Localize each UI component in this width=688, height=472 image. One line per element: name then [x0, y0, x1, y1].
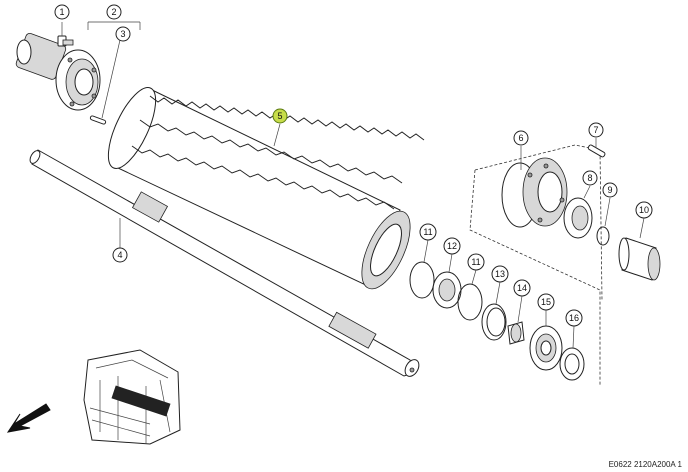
svg-text:2: 2 [111, 7, 116, 17]
callout-1[interactable]: 1 [54, 4, 70, 20]
sleeve-part[interactable] [618, 237, 661, 281]
callout-9[interactable]: 9 [602, 182, 618, 198]
leader-3 [101, 39, 121, 119]
assembly-outline [469, 144, 603, 385]
o-ring-part[interactable] [596, 226, 610, 246]
pin-part[interactable] [89, 115, 107, 125]
reference-code: E0622 2120A200A 1 [608, 460, 682, 469]
svg-text:8: 8 [587, 173, 592, 183]
callout-11b[interactable]: 11 [467, 253, 485, 271]
callout-15[interactable]: 15 [537, 293, 555, 311]
svg-text:16: 16 [569, 313, 579, 323]
bearing-housing-part[interactable] [501, 157, 568, 228]
svg-text:15: 15 [541, 297, 551, 307]
svg-text:14: 14 [517, 283, 527, 293]
svg-text:5: 5 [277, 111, 282, 121]
svg-text:11: 11 [423, 227, 432, 237]
svg-text:10: 10 [639, 205, 649, 215]
callout-5[interactable]: 5 [272, 108, 288, 124]
ball-bearing-part-15[interactable] [529, 325, 563, 371]
flange-hub-part[interactable] [15, 32, 101, 111]
shaft-part[interactable] [28, 149, 422, 379]
svg-text:3: 3 [120, 29, 125, 39]
svg-text:1: 1 [59, 7, 64, 17]
arrow-left-down-icon [6, 403, 51, 433]
machine-location-thumbnail [83, 349, 181, 445]
screw-part[interactable] [587, 144, 606, 158]
callout-10[interactable]: 10 [635, 201, 653, 219]
callout-6[interactable]: 6 [513, 130, 529, 146]
seal-ring-part[interactable] [563, 197, 593, 239]
bearing-cup-part-12[interactable] [432, 271, 462, 309]
callout-2[interactable]: 2 [106, 4, 122, 20]
bushing-part-14[interactable] [507, 321, 525, 345]
svg-text:9: 9 [607, 185, 612, 195]
leader-5 [273, 123, 281, 147]
callout-11a[interactable]: 11 [419, 223, 437, 241]
svg-text:13: 13 [495, 269, 505, 279]
svg-text:6: 6 [518, 133, 523, 143]
spacer-ring-part-13[interactable] [481, 303, 507, 341]
svg-text:4: 4 [117, 250, 122, 260]
circlip-part-11a[interactable] [409, 261, 435, 299]
callout-14[interactable]: 14 [513, 279, 531, 297]
callout-4[interactable]: 4 [112, 247, 128, 263]
svg-text:12: 12 [447, 241, 457, 251]
callout-3[interactable]: 3 [115, 26, 131, 42]
callout-7[interactable]: 7 [588, 122, 604, 138]
callout-bracket-2 [87, 21, 141, 30]
circlip-part-11b[interactable] [457, 283, 483, 321]
callout-12[interactable]: 12 [443, 237, 461, 255]
bolt-part[interactable] [57, 35, 74, 47]
svg-text:7: 7 [593, 125, 598, 135]
svg-text:11: 11 [471, 257, 480, 267]
fluted-drum-part[interactable] [99, 81, 425, 295]
callout-8[interactable]: 8 [582, 170, 598, 186]
callout-16[interactable]: 16 [565, 309, 583, 327]
seal-part-16[interactable] [559, 347, 585, 381]
callout-13[interactable]: 13 [491, 265, 509, 283]
leader-lines-right [423, 138, 645, 349]
